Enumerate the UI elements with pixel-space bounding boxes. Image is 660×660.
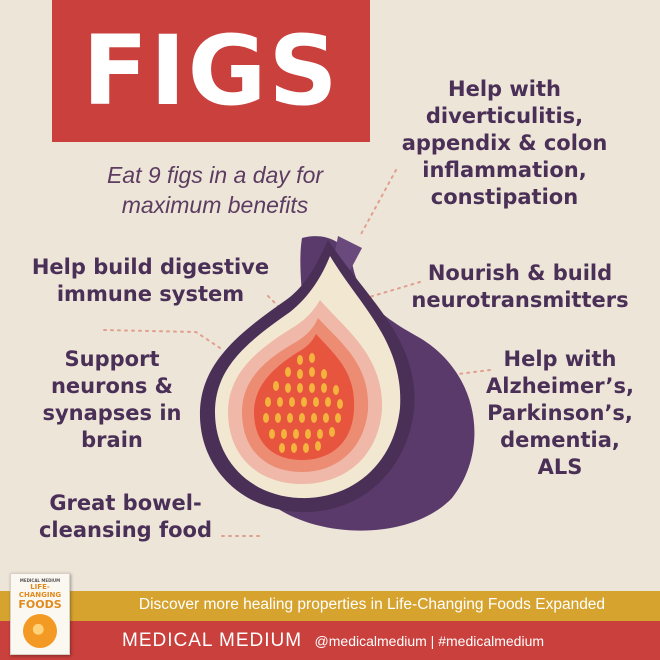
benefit-alzheimers: Help with Alzheimer’s, Parkinson’s, deme… (486, 347, 634, 479)
page-title: FIGS (82, 15, 340, 127)
footer-social-handles: @medicalmedium | #medicalmedium (314, 633, 545, 649)
footer-bar (0, 621, 660, 660)
book-author: MEDICAL MEDIUM (19, 578, 61, 583)
subtitle-line: Eat 9 figs in a day for (106, 162, 324, 188)
benefit-diverticulitis: Help with diverticulitis, appendix & col… (401, 77, 608, 209)
footer-brand: MEDICAL MEDIUM (122, 630, 303, 651)
subtitle-line: maximum benefits (121, 192, 309, 218)
title-banner: FIGS (52, 0, 370, 142)
promo-banner-text: Discover more healing properties in Life… (138, 596, 606, 613)
benefit-bowel-cleansing: Great bowel- cleansing food (38, 491, 213, 542)
benefit-digestive-immune: Help build digestive immune system (31, 255, 270, 306)
benefit-neurotransmitters: Nourish & build neurotransmitters (411, 261, 629, 312)
leader-line-neurotransmitters (365, 281, 421, 299)
orange-icon (23, 614, 57, 648)
footer: MEDICAL MEDIUM @medicalmedium | #medical… (122, 630, 544, 652)
benefit-neurons-synapses: Support neurons & synapses in brain (42, 347, 182, 452)
subtitle: Eat 9 figs in a day for maximum benefits (50, 160, 380, 220)
leader-line-diverticulitis (359, 169, 397, 237)
book-foods-line: FOODS (18, 598, 62, 611)
leader-line-alzheimers (457, 369, 491, 375)
leader-line-neurons (103, 329, 221, 349)
fig-cut-flesh (254, 334, 355, 460)
promo-banner (0, 591, 660, 621)
book-title-line: LIFE-CHANGING (18, 583, 62, 599)
fig-seeds (263, 353, 343, 453)
book-cover-image: MEDICAL MEDIUM LIFE-CHANGING FOODS (10, 573, 70, 655)
